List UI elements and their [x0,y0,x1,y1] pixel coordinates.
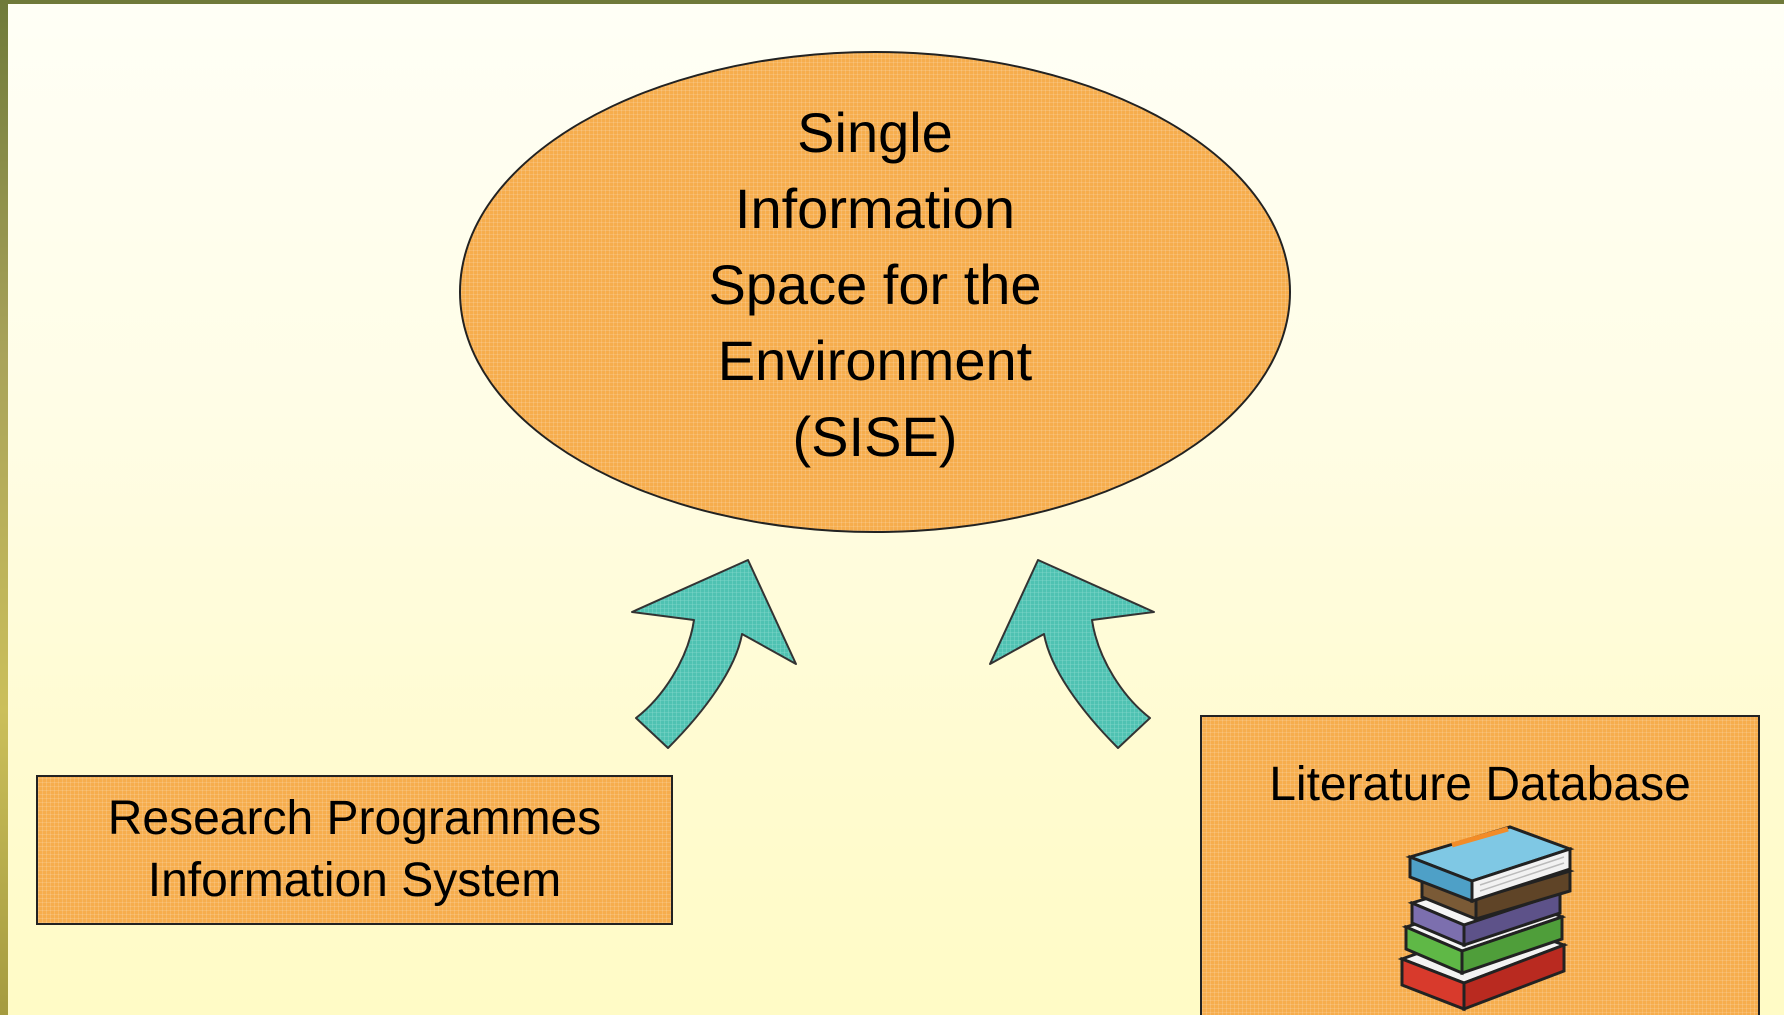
diagram-slide: Single Information Space for the Environ… [8,4,1784,1015]
sise-node: Single Information Space for the Environ… [459,51,1291,533]
sise-node-label: Single Information Space for the Environ… [708,101,1042,468]
curved-arrow-up-right-icon [631,559,797,749]
books-icon [1397,825,1575,1012]
literature-database-label: Literature Database [1269,758,1691,811]
curved-arrow-up-left-icon [989,559,1155,749]
research-programmes-label: Research Programmes Information System [107,792,602,907]
research-programmes-node: Research Programmes Information System [36,775,673,925]
